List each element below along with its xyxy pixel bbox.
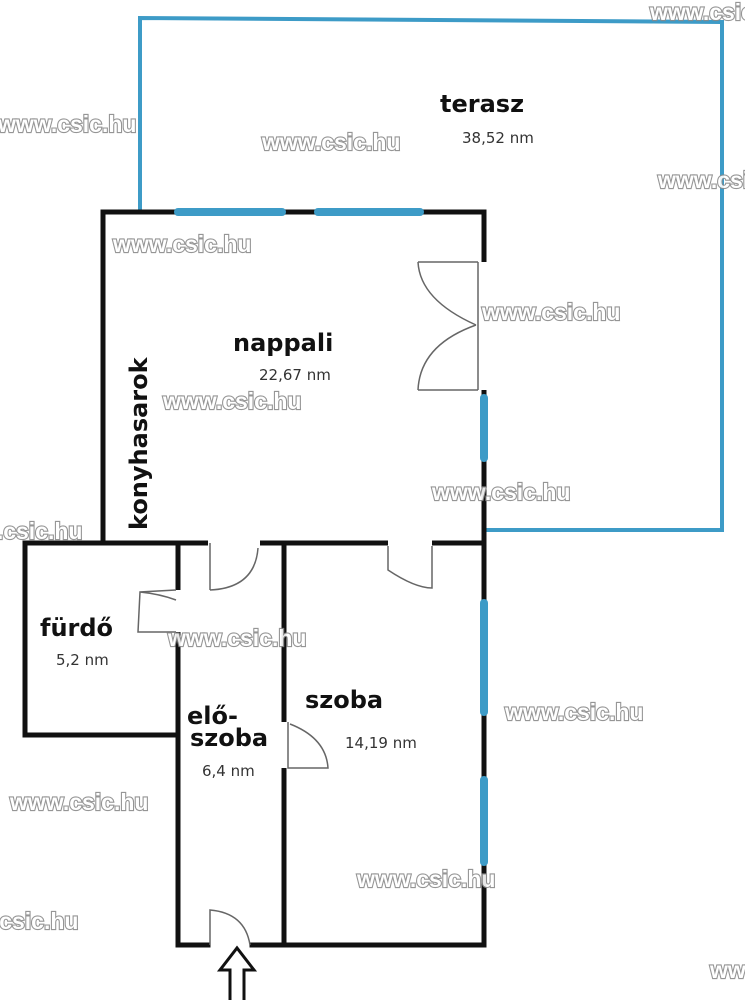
room-area: 38,52 nm [462, 129, 534, 147]
room-area: 22,67 nm [259, 366, 331, 384]
svg-text:www.csic.hu: www.csic.hu [649, 0, 745, 25]
svg-text:www.csic.hu: www.csic.hu [657, 167, 745, 193]
room-furdo: fürdő 5,2 nm [40, 614, 113, 669]
svg-text:www.csic.hu: www.csic.hu [0, 111, 136, 137]
room-konyhasarok: konyhasarok [125, 356, 153, 530]
svg-text:www.csic.hu: www.csic.hu [261, 129, 400, 155]
room-terasz: terasz 38,52 nm [440, 90, 534, 147]
svg-text:www.csic.hu: www.csic.hu [112, 231, 251, 257]
room-area: 6,4 nm [202, 762, 255, 780]
room-name: nappali [233, 329, 333, 357]
room-area: 14,19 nm [345, 734, 417, 752]
svg-text:www.csic.hu: www.csic.hu [167, 625, 306, 651]
svg-text:www.csic.hu: www.csic.hu [0, 518, 82, 544]
room-szoba: szoba 14,19 nm [305, 686, 417, 752]
svg-text:www.csic.hu: www.csic.hu [356, 866, 495, 892]
svg-text:www.csic.hu: www.csic.hu [431, 479, 570, 505]
room-name-line2: szoba [190, 724, 268, 752]
room-name: terasz [440, 90, 524, 118]
room-name: fürdő [40, 614, 113, 642]
room-eloszoba: elő- szoba 6,4 nm [187, 702, 268, 780]
doors [137, 261, 479, 946]
svg-text:www.csic.hu: www.csic.hu [0, 908, 78, 934]
windows [174, 208, 488, 866]
walls [22, 209, 488, 948]
svg-text:www.csic.hu: www.csic.hu [162, 388, 301, 414]
entrance-arrow [216, 945, 258, 1000]
room-name: konyhasarok [125, 356, 153, 530]
room-area: 5,2 nm [56, 651, 109, 669]
terrace-outline [138, 15, 724, 532]
svg-text:www.csic.hu: www.csic.hu [481, 299, 620, 325]
room-name-line1: elő- [187, 702, 238, 730]
svg-text:www.csic.hu: www.csic.hu [504, 699, 643, 725]
svg-text:www.csic.hu: www.csic.hu [9, 789, 148, 815]
room-name: szoba [305, 686, 383, 714]
room-nappali: nappali 22,67 nm [233, 329, 333, 384]
svg-text:www.csic.hu: www.csic.hu [709, 957, 745, 983]
